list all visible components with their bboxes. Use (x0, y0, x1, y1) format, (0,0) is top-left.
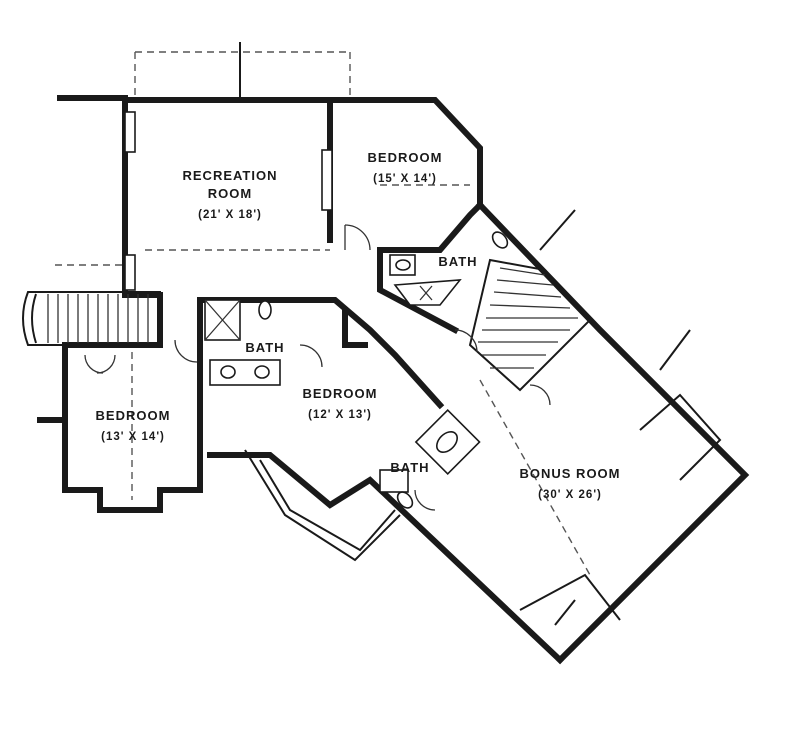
door-swings (84, 224, 551, 511)
room-label-bath-1: BATH (438, 254, 477, 269)
room-name: BEDROOM (303, 386, 378, 401)
room-label-recreation: RECREATION ROOM (21' X 18') (183, 168, 278, 221)
room-name: RECREATION (183, 168, 278, 183)
room-name: BONUS ROOM (520, 466, 621, 481)
bonus-closets (519, 329, 722, 626)
room-dimensions: (21' X 18') (198, 209, 262, 221)
bath-fixtures (204, 231, 509, 509)
room-label-bath-2: BATH (245, 340, 284, 355)
room-name: BEDROOM (96, 408, 171, 423)
reference-lines (55, 42, 591, 576)
room-dimensions: (13' X 14') (101, 431, 165, 443)
straight-stair (468, 209, 592, 392)
wall-stubs (37, 95, 333, 423)
room-dimensions: (15' X 14') (373, 173, 437, 185)
room-label-bedroom-w: BEDROOM (13' X 14') (96, 408, 171, 443)
room-name: BEDROOM (368, 150, 443, 165)
room-label-bonus: BONUS ROOM (30' X 26') (520, 466, 621, 501)
room-dimensions: (12' X 13') (308, 409, 372, 421)
room-dimensions: (30' X 26') (538, 489, 602, 501)
room-label-bath-3: BATH (390, 460, 429, 475)
room-name: ROOM (208, 186, 252, 201)
curved-stair (22, 291, 161, 346)
room-label-bedroom-c: BEDROOM (12' X 13') (303, 386, 378, 421)
room-label-bedroom-ne: BEDROOM (15' X 14') (368, 150, 443, 185)
exterior-walls (62, 97, 750, 665)
